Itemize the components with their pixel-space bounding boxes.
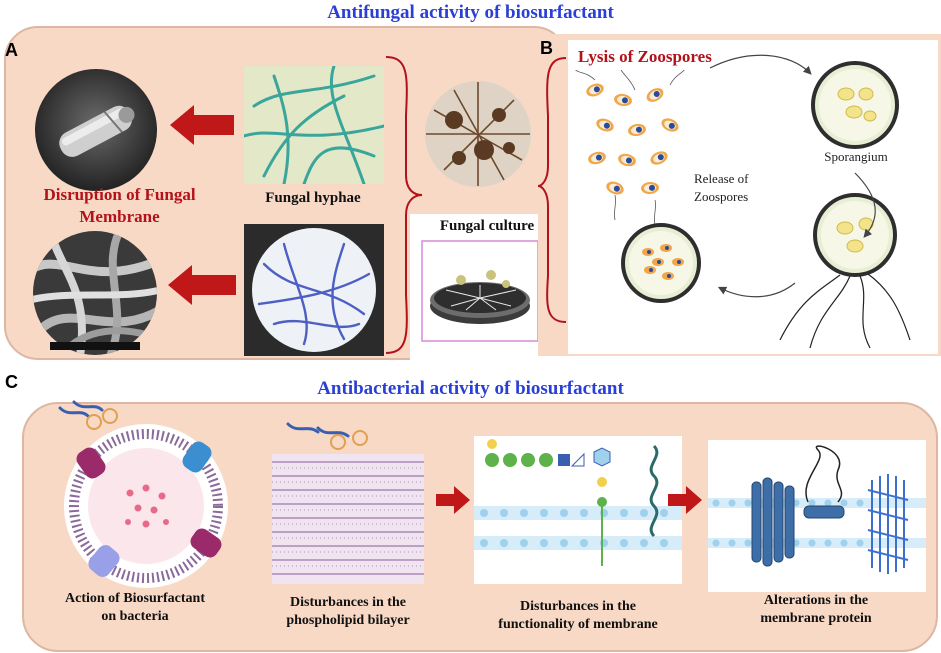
panel-c-letter: C bbox=[5, 372, 18, 392]
panel-a-letter: A bbox=[5, 40, 18, 60]
sem-image-hyphae-mesh bbox=[33, 231, 157, 355]
left-arrow-bottom bbox=[168, 265, 236, 305]
antibacterial-title: Antibacterial activity of biosurfactant bbox=[317, 378, 624, 399]
bacteria-cell-illustration bbox=[58, 400, 228, 588]
disruption-label-line2: Membrane bbox=[79, 207, 160, 226]
right-arrow-2 bbox=[668, 486, 702, 514]
step3-caption: Disturbances in the functionality of mem… bbox=[454, 598, 702, 634]
bracket-a bbox=[385, 56, 423, 354]
lysis-label: Lysis of Zoospores bbox=[578, 47, 712, 66]
sem-image-disrupted-cell bbox=[35, 69, 157, 191]
panel-b-letter: B bbox=[540, 38, 553, 58]
sporangium-top bbox=[811, 61, 899, 149]
fungal-hyphae-label: Fungal hyphae bbox=[265, 190, 361, 206]
antifungal-title: Antifungal activity of biosurfactant bbox=[327, 2, 614, 23]
step3-caption-line2: functionality of membrane bbox=[498, 617, 658, 632]
step1-caption: Action of Biosurfactant on bacteria bbox=[30, 590, 240, 626]
membrane-functionality-illustration bbox=[474, 436, 682, 584]
step4-caption: Alterations in the membrane protein bbox=[716, 592, 916, 628]
release-label-line1: Release of bbox=[694, 171, 749, 186]
left-arrow-top bbox=[170, 105, 234, 145]
sporangium-releasing bbox=[621, 223, 701, 303]
disruption-label-line1: Disruption of Fungal bbox=[43, 185, 196, 204]
step3-caption-line1: Disturbances in the bbox=[520, 599, 636, 614]
disruption-label: Disruption of Fungal Membrane bbox=[12, 184, 227, 228]
phospholipid-bilayer-illustration bbox=[272, 422, 424, 584]
membrane-protein-illustration bbox=[708, 440, 926, 592]
step2-caption-line2: phospholipid bilayer bbox=[286, 613, 410, 628]
life-cycle-arrows bbox=[709, 54, 876, 298]
right-arrow-1 bbox=[436, 486, 470, 514]
sporangium-label: Sporangium bbox=[824, 149, 888, 164]
step4-caption-line2: membrane protein bbox=[760, 611, 872, 626]
fungal-hyphae-micrograph bbox=[244, 66, 384, 184]
fungal-culture-label: Fungal culture bbox=[439, 218, 535, 234]
step2-caption-line1: Disturbances in the bbox=[290, 595, 406, 610]
release-label-line2: Zoospores bbox=[694, 189, 749, 204]
release-label: Release of Zoospores bbox=[694, 170, 784, 206]
petri-dish-illustration bbox=[421, 240, 539, 342]
hyphae-microscope-view bbox=[244, 224, 384, 356]
step2-caption: Disturbances in the phospholipid bilayer bbox=[258, 594, 438, 630]
step1-caption-line2: on bacteria bbox=[101, 609, 169, 624]
bracket-b bbox=[537, 57, 567, 323]
zoospores-cluster bbox=[575, 70, 685, 226]
fungal-culture-micrograph bbox=[425, 81, 531, 187]
step1-caption-line1: Action of Biosurfactant bbox=[65, 591, 205, 606]
step4-caption-line1: Alterations in the bbox=[763, 593, 869, 608]
